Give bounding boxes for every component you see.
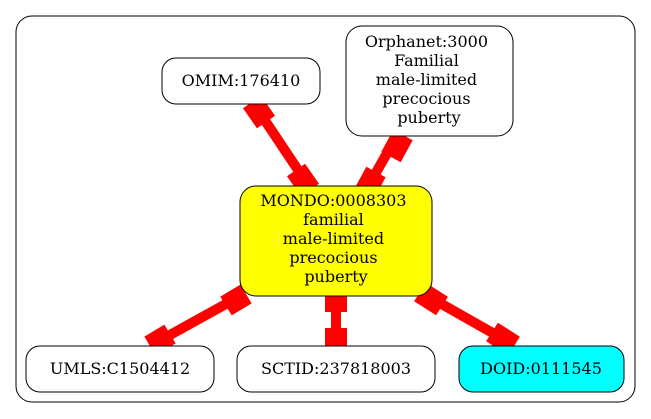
node-doid-box bbox=[458, 345, 625, 393]
node-orphanet-line: male-limited bbox=[376, 70, 477, 89]
node-umls-line: UMLS:C1504412 bbox=[50, 359, 190, 378]
node-umls[interactable]: UMLS:C1504412 bbox=[25, 345, 215, 393]
node-mondo-line: familial bbox=[303, 210, 364, 229]
node-mondo[interactable]: MONDO:0008303 familial male-limited prec… bbox=[239, 185, 433, 297]
svg-text:DOID:0111545: DOID:0111545 bbox=[480, 359, 602, 378]
node-sctid-line: SCTID:237818003 bbox=[261, 359, 411, 378]
edges bbox=[144, 95, 520, 356]
cluster-border bbox=[15, 15, 636, 403]
svg-text:OMIM:176410: OMIM:176410 bbox=[182, 71, 301, 90]
edge-orphanet-mondo bbox=[354, 129, 413, 200]
node-omim[interactable]: OMIM:176410 bbox=[161, 57, 321, 105]
node-orphanet-line: puberty bbox=[397, 108, 460, 127]
edge-mondo-umls bbox=[144, 284, 252, 356]
node-sctid[interactable]: SCTID:237818003 bbox=[236, 345, 436, 393]
edge-mondo-doid bbox=[414, 282, 520, 356]
node-mondo-line: puberty bbox=[304, 267, 367, 286]
node-orphanet-line: precocious bbox=[382, 89, 470, 108]
node-doid-line: DOID:0111545 bbox=[480, 359, 602, 378]
node-mondo-line: precocious bbox=[289, 248, 377, 267]
node-orphanet[interactable]: Orphanet:3000 Familial male-limited prec… bbox=[345, 25, 514, 137]
node-mondo-line: male-limited bbox=[283, 229, 384, 248]
svg-text:SCTID:237818003: SCTID:237818003 bbox=[261, 359, 411, 378]
node-orphanet-line: Orphanet:3000 bbox=[365, 32, 488, 51]
node-orphanet-box bbox=[345, 25, 514, 137]
svg-text:UMLS:C1504412: UMLS:C1504412 bbox=[50, 359, 190, 378]
node-mondo-line: MONDO:0008303 bbox=[260, 191, 406, 210]
node-omim-box bbox=[161, 57, 321, 105]
svg-text:MONDO:0008303 familial: MONDO:0008303 familial male-limited prec… bbox=[260, 191, 411, 286]
edge-omim-mondo bbox=[242, 95, 320, 197]
node-orphanet-line: Familial bbox=[394, 51, 459, 70]
node-mondo-box bbox=[239, 185, 433, 297]
svg-text:Orphanet:3000 Familial: Orphanet:3000 Familial male-limited prec… bbox=[365, 32, 493, 127]
node-omim-line: OMIM:176410 bbox=[182, 71, 301, 90]
node-sctid-box bbox=[236, 345, 436, 393]
node-umls-box bbox=[25, 345, 215, 393]
node-doid[interactable]: DOID:0111545 bbox=[458, 345, 625, 393]
